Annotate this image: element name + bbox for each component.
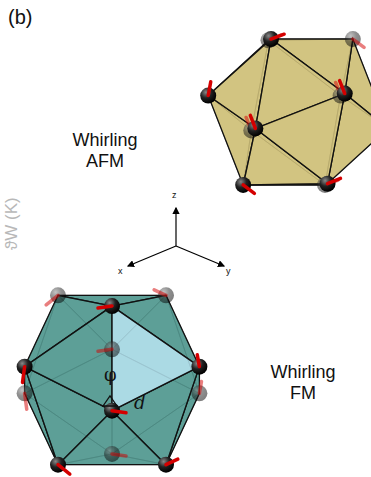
spin-arrow [166, 459, 178, 465]
spin-arrow [154, 290, 166, 296]
distance-symbol: d [134, 392, 146, 413]
spin-arrow [23, 367, 25, 383]
spin-arrow [353, 39, 364, 47]
spin-arrow [208, 82, 211, 96]
angle-mark [103, 396, 117, 406]
spin-arrow [197, 355, 199, 367]
spin-arrow [250, 115, 255, 128]
spin-arrow [271, 34, 284, 39]
spin-arrow [243, 185, 254, 193]
spin-arrow [58, 465, 70, 475]
icosahedron-face [112, 306, 199, 411]
spin-arrow [98, 349, 112, 351]
spin-arrow [199, 382, 201, 394]
axis-label: x [118, 266, 123, 276]
axes [128, 208, 224, 266]
axis-label: y [226, 266, 231, 276]
phase-label: Whirling FM [268, 362, 338, 403]
spin-arrow [112, 454, 126, 456]
angle-symbol: φ [104, 364, 117, 385]
spin-arrow [98, 306, 112, 308]
icosahedron-face [255, 94, 344, 184]
axis-title: ϑW (K) [2, 197, 22, 250]
spin-arrow [340, 81, 345, 94]
icosahedron-face [25, 306, 112, 411]
spin-arrow [328, 178, 341, 183]
axis-label: z [172, 190, 177, 200]
phase-label: Whirling AFM [70, 130, 140, 171]
spin-arrow [112, 411, 126, 413]
spin-arrow [25, 393, 27, 409]
panel-label: (b) [8, 6, 32, 29]
spin-arrow [46, 295, 58, 305]
